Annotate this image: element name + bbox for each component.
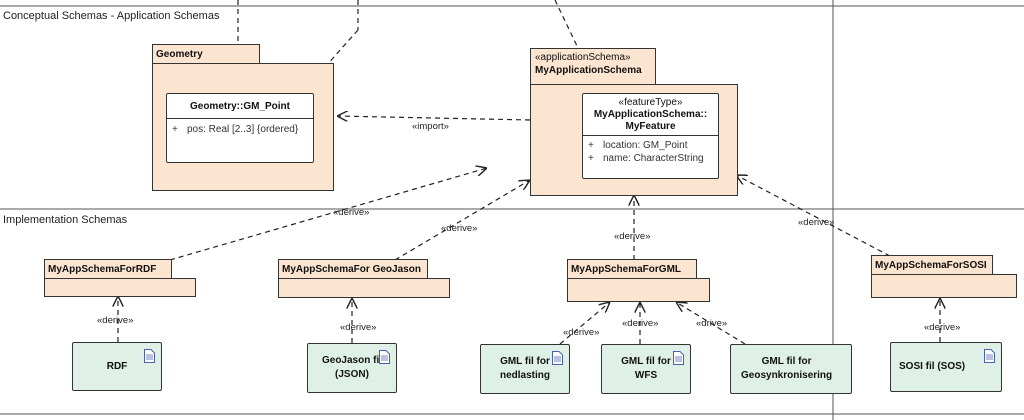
geojason-package-tab[interactable]: MyAppSchemaFor GeoJason (278, 259, 428, 279)
document-icon (552, 351, 563, 365)
my-feature-name-line2: MyFeature (625, 121, 676, 132)
app-schema-stereotype: «applicationSchema» (535, 52, 631, 63)
geojason-package[interactable] (278, 278, 450, 298)
rdf-package-tab[interactable]: MyAppSchemaForRDF (44, 259, 172, 279)
derive-geojason-connector (394, 180, 530, 261)
derive-label-rdf-artifact: «derive» (97, 315, 134, 326)
connector-from-above-3 (554, 0, 579, 49)
app-schema-package-tab[interactable]: «applicationSchema» MyApplicationSchema (530, 48, 656, 85)
gm-point-attribute: +pos: Real [2..3] {ordered} (172, 124, 299, 135)
document-icon (144, 349, 155, 363)
document-icon (673, 351, 684, 365)
sosi-package-tab[interactable]: MyAppSchemaForSOSI (871, 255, 993, 275)
drive-label-geosynk: «drive» (696, 318, 728, 329)
my-feature-attribute-name: +name: CharacterString (588, 153, 704, 164)
derive-rdf-connector (169, 168, 487, 261)
gm-point-class-name: Geometry::GM_Point (167, 94, 313, 119)
import-connector (337, 116, 531, 120)
sosi-package[interactable] (871, 274, 1017, 298)
derive-nedlasting-artifact-connector (559, 302, 610, 345)
conceptual-lane-label: Conceptual Schemas - Application Schemas (3, 10, 220, 22)
drive-geosynk-artifact-connector (676, 302, 746, 345)
geojson-artifact[interactable]: GeoJason fil(JSON) (307, 343, 397, 393)
derive-label-sosi: «derive» (798, 217, 835, 228)
document-icon (984, 349, 995, 363)
geometry-package-tab[interactable]: Geometry (152, 44, 260, 64)
my-feature-name-line1: MyApplicationSchema:: (593, 109, 708, 120)
app-schema-name: MyApplicationSchema (535, 65, 642, 76)
my-feature-attribute-location: +location: GM_Point (588, 140, 688, 151)
derive-label-geojson-artifact: «derive» (340, 322, 377, 333)
derive-label-gml: «derive» (614, 231, 651, 242)
rdf-artifact[interactable]: RDF (72, 342, 162, 391)
derive-label-wfs: «derive» (622, 318, 659, 329)
implementation-lane-label: Implementation Schemas (3, 214, 128, 226)
derive-label-nedlasting: «derive» (563, 327, 600, 338)
sosi-artifact[interactable]: SOSI fil (SOS) (890, 342, 1002, 392)
my-feature-class[interactable]: «featureType» MyApplicationSchema:: MyFe… (582, 93, 719, 179)
derive-label-sosi-artifact: «derive» (924, 322, 961, 333)
derive-sosi-connector (736, 175, 891, 257)
gml-package-tab[interactable]: MyAppSchemaForGML (567, 259, 697, 279)
derive-label-geojason: «derive» (441, 223, 478, 234)
gm-point-class[interactable]: Geometry::GM_Point +pos: Real [2..3] {or… (166, 93, 314, 163)
my-feature-stereotype: «featureType» (618, 97, 683, 108)
document-icon (379, 350, 390, 364)
gml-package[interactable] (567, 278, 710, 302)
import-label: «import» (412, 121, 449, 132)
rdf-package[interactable] (44, 278, 196, 297)
derive-label-rdf: «derive» (333, 207, 370, 218)
my-feature-class-header: «featureType» MyApplicationSchema:: MyFe… (583, 94, 718, 136)
